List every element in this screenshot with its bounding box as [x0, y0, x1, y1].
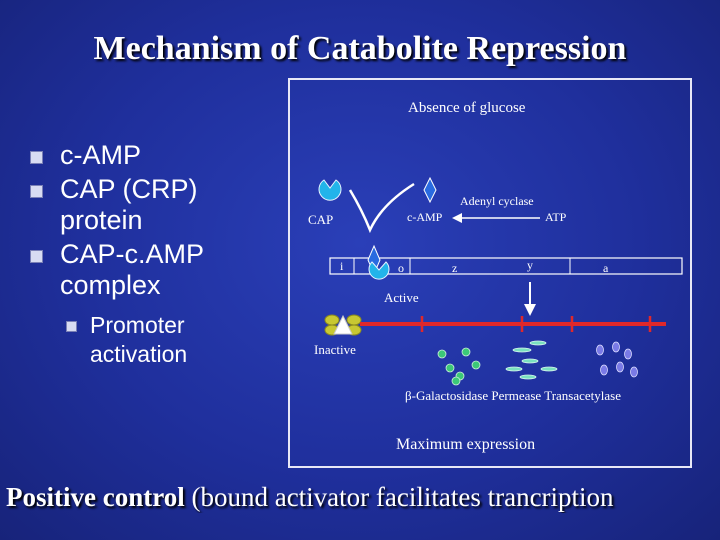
operon-segment-label: a: [603, 261, 609, 275]
square-bullet-icon: [66, 321, 77, 332]
dna-strand: [360, 316, 666, 332]
operon-bar: [329, 257, 683, 275]
footer-caption: Positive control (bound activator facili…: [6, 482, 720, 513]
footer-bold-text: Positive control: [6, 482, 185, 512]
bullet-text: CAP (CRP) protein: [60, 174, 198, 235]
bullet-item: CAP-c.AMP complex: [28, 239, 258, 301]
binding-arrow: [348, 182, 415, 234]
left-arrow-icon: [452, 213, 540, 223]
sub-bullet-text: Promoter activation: [90, 312, 188, 367]
products-label: β-Galactosidase Permease Transacetylase: [405, 388, 621, 403]
permease-molecules: [505, 340, 558, 380]
operon-segment-label: o: [398, 261, 404, 275]
diagram-panel: Absence of glucose Adenyl cyclase c-AMP …: [288, 78, 692, 468]
expression-label: Maximum expression: [396, 436, 536, 453]
transacetylase-molecules: [596, 341, 638, 378]
diagram-heading: Absence of glucose: [408, 100, 526, 116]
bullet-item: c-AMP: [28, 140, 258, 171]
bullet-item: CAP (CRP) protein: [28, 174, 258, 236]
square-bullet-icon: [30, 250, 43, 263]
adenyl-cyclase-label: Adenyl cyclase: [460, 194, 534, 208]
inactive-repressor-icon: [324, 314, 362, 336]
diagram-drawing: i o z y a: [318, 176, 683, 386]
square-bullet-icon: [30, 185, 43, 198]
active-label: Active: [384, 290, 419, 305]
operon-segment-label: y: [527, 258, 533, 272]
atp-label: ATP: [545, 210, 567, 224]
bullet-text: c-AMP: [60, 140, 141, 170]
cap-protein-icon: [318, 179, 342, 201]
bullet-text: CAP-c.AMP complex: [60, 239, 204, 300]
cap-camp-complex-icon: [367, 244, 390, 280]
square-bullet-icon: [30, 151, 43, 164]
slide-title: Mechanism of Catabolite Repression: [93, 30, 627, 67]
bullet-list: c-AMP CAP (CRP) protein CAP-c.AMP comple…: [28, 140, 258, 369]
beta-galactosidase-molecules: [437, 347, 481, 386]
operon-segment-label: i: [340, 259, 344, 273]
camp-diamond-icon: [423, 176, 437, 204]
down-arrow-icon: [524, 282, 536, 316]
sub-bullet-item: Promoter activation: [28, 311, 258, 369]
inactive-label: Inactive: [314, 342, 356, 357]
camp-label: c-AMP: [407, 210, 443, 224]
cap-label: CAP: [308, 212, 334, 227]
footer-rest-text: (bound activator facilitates trancriptio…: [184, 482, 614, 512]
operon-segment-label: z: [452, 261, 457, 275]
